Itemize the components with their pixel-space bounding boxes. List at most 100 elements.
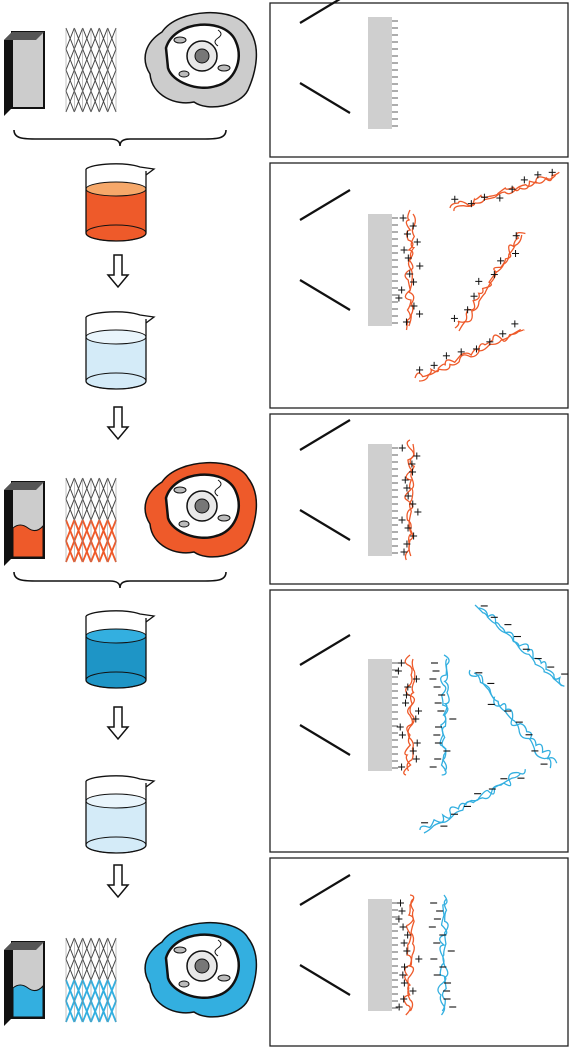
angle-line <box>299 874 351 906</box>
charge-plus-icon <box>409 747 417 755</box>
angle-line <box>299 82 351 114</box>
adsorbed-layer <box>403 894 415 1016</box>
free-chain <box>468 669 558 764</box>
free-chain <box>419 769 526 831</box>
charge-plus-icon <box>404 492 412 500</box>
charge-plus-icon <box>397 899 405 907</box>
charge-plus-icon <box>511 320 519 328</box>
beaker-icon <box>85 163 156 242</box>
charge-plus-icon <box>475 277 483 285</box>
adsorbed-layer <box>441 898 449 1012</box>
charge-plus-icon <box>457 348 465 356</box>
charge-plus-icon <box>534 171 542 179</box>
panel-bare <box>269 0 569 158</box>
charge-plus-icon <box>402 691 410 699</box>
free-chain <box>453 174 557 212</box>
panel-frame <box>269 162 569 409</box>
down-arrow-icon <box>106 864 130 899</box>
stent-icon <box>65 477 117 563</box>
beaker-icon <box>85 775 156 854</box>
panel-frame <box>269 857 569 1047</box>
charge-plus-icon <box>467 200 475 208</box>
charge-plus-icon <box>497 257 505 265</box>
charge-plus-icon <box>404 931 412 939</box>
free-chain <box>449 171 560 209</box>
bare-substrates <box>4 11 258 116</box>
cation-coated-substrates <box>4 461 258 566</box>
slide-icon <box>4 481 45 566</box>
charge-plus-icon <box>399 923 407 931</box>
charge-plus-icon <box>400 995 408 1003</box>
substrate-surface-icon <box>299 189 398 326</box>
charge-plus-icon <box>402 699 410 707</box>
charge-plus-icon <box>404 254 412 262</box>
charge-plus-icon <box>416 262 424 270</box>
panel-frame <box>269 2 569 158</box>
panel-column <box>269 0 569 1047</box>
adsorbed-layer <box>403 654 416 776</box>
charge-plus-icon <box>415 955 423 963</box>
cell-icon <box>144 921 258 1018</box>
charge-plus-icon <box>512 250 520 258</box>
charge-plus-icon <box>400 979 408 987</box>
charge-plus-icon <box>486 338 494 346</box>
down-arrow-icon <box>106 706 130 741</box>
charge-plus-icon <box>398 286 406 294</box>
charge-plus-icon <box>401 476 409 484</box>
charge-plus-icon <box>394 667 402 675</box>
adsorbed-layer <box>404 439 415 561</box>
adsorbed-layer <box>437 894 448 1016</box>
charge-plus-icon <box>413 238 421 246</box>
charge-plus-icon <box>416 310 424 318</box>
charge-plus-icon <box>430 361 438 369</box>
angle-line <box>299 0 341 24</box>
charge-plus-icon <box>490 271 498 279</box>
adsorbed-layer <box>407 213 416 327</box>
charge-plus-icon <box>470 292 478 300</box>
slide-icon <box>4 941 45 1026</box>
cell-icon <box>144 11 258 108</box>
charge-plus-icon <box>512 232 520 240</box>
charge-plus-icon <box>395 294 403 302</box>
down-arrow-icon <box>106 406 130 441</box>
stent-icon <box>65 27 117 113</box>
charge-plus-icon <box>403 230 411 238</box>
charge-plus-icon <box>409 500 417 508</box>
charge-plus-icon <box>400 939 408 947</box>
charge-plus-icon <box>409 987 417 995</box>
charge-plus-icon <box>400 246 408 254</box>
beaker-icon <box>85 610 156 689</box>
angle-line <box>299 509 351 541</box>
charge-plus-icon <box>404 683 412 691</box>
charge-plus-icon <box>413 739 421 747</box>
charge-plus-icon <box>548 168 556 176</box>
charge-plus-icon <box>406 270 414 278</box>
panel-after-rinse <box>269 413 569 585</box>
charge-plus-icon <box>403 540 411 548</box>
angle-line <box>299 419 351 451</box>
charge-plus-icon <box>413 452 421 460</box>
charge-plus-icon <box>404 524 412 532</box>
panel-polyanion-adsorption <box>269 589 569 853</box>
brace-icon <box>13 571 227 589</box>
charge-plus-icon <box>398 444 406 452</box>
adsorbed-layer <box>404 209 414 331</box>
stent-icon <box>65 937 117 1023</box>
charge-plus-icon <box>415 707 423 715</box>
charge-plus-icon <box>397 659 405 667</box>
charge-plus-icon <box>401 963 409 971</box>
charge-plus-icon <box>412 675 420 683</box>
charge-plus-icon <box>399 214 407 222</box>
panel-bilayer <box>269 857 569 1047</box>
charge-plus-icon <box>409 468 417 476</box>
substrate-surface-icon <box>299 0 398 129</box>
charge-plus-icon <box>496 194 504 202</box>
angle-line <box>299 189 351 221</box>
charge-plus-icon <box>410 302 418 310</box>
free-chain <box>473 672 552 769</box>
angle-line <box>299 724 351 756</box>
brace-icon <box>13 129 227 147</box>
angle-line <box>299 634 351 666</box>
charge-plus-icon <box>472 345 480 353</box>
